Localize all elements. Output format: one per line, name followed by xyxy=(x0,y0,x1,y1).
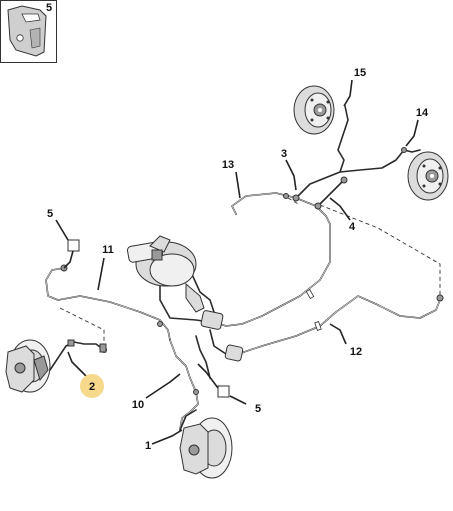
leader-lines xyxy=(55,79,419,445)
part-labels: 1 3 4 5 5 10 11 12 13 14 15 xyxy=(47,67,429,452)
label-12[interactable]: 12 xyxy=(350,346,362,358)
label-5-right[interactable]: 5 xyxy=(255,403,261,415)
label-11[interactable]: 11 xyxy=(102,244,114,256)
clip-marker-right[interactable] xyxy=(197,363,230,398)
rear-drum-brake-15[interactable] xyxy=(293,85,335,135)
inset-part-5[interactable]: 5 xyxy=(0,0,57,63)
clip-marker-left[interactable] xyxy=(63,239,80,269)
label-15[interactable]: 15 xyxy=(354,67,366,79)
front-right-brake[interactable] xyxy=(179,409,233,479)
highlight-part-2[interactable]: 2 xyxy=(80,374,104,398)
pipe-3[interactable] xyxy=(295,105,349,199)
inset-label: 5 xyxy=(46,2,52,14)
brake-booster-master-cylinder[interactable] xyxy=(127,235,205,313)
pipe-14[interactable] xyxy=(339,149,421,173)
label-13[interactable]: 13 xyxy=(222,159,234,171)
label-4[interactable]: 4 xyxy=(349,221,356,233)
front-left-brake[interactable] xyxy=(5,339,51,393)
label-3[interactable]: 3 xyxy=(281,148,287,160)
pipe-master-abs[interactable] xyxy=(159,279,211,323)
label-10[interactable]: 10 xyxy=(132,399,144,411)
label-5-left[interactable]: 5 xyxy=(47,208,53,220)
pipe-12[interactable] xyxy=(233,295,441,357)
label-14[interactable]: 14 xyxy=(416,107,429,119)
pipe-fittings xyxy=(60,147,444,395)
system-outline xyxy=(59,197,441,352)
label-1[interactable]: 1 xyxy=(145,440,151,452)
flexible-hose-2[interactable] xyxy=(49,339,107,371)
pipe-4[interactable] xyxy=(317,179,345,207)
rear-drum-brake-14[interactable] xyxy=(407,151,449,201)
brake-pipes xyxy=(45,105,441,431)
abs-unit[interactable] xyxy=(200,310,244,362)
label-2: 2 xyxy=(89,381,95,393)
pipe-13[interactable] xyxy=(213,192,331,327)
